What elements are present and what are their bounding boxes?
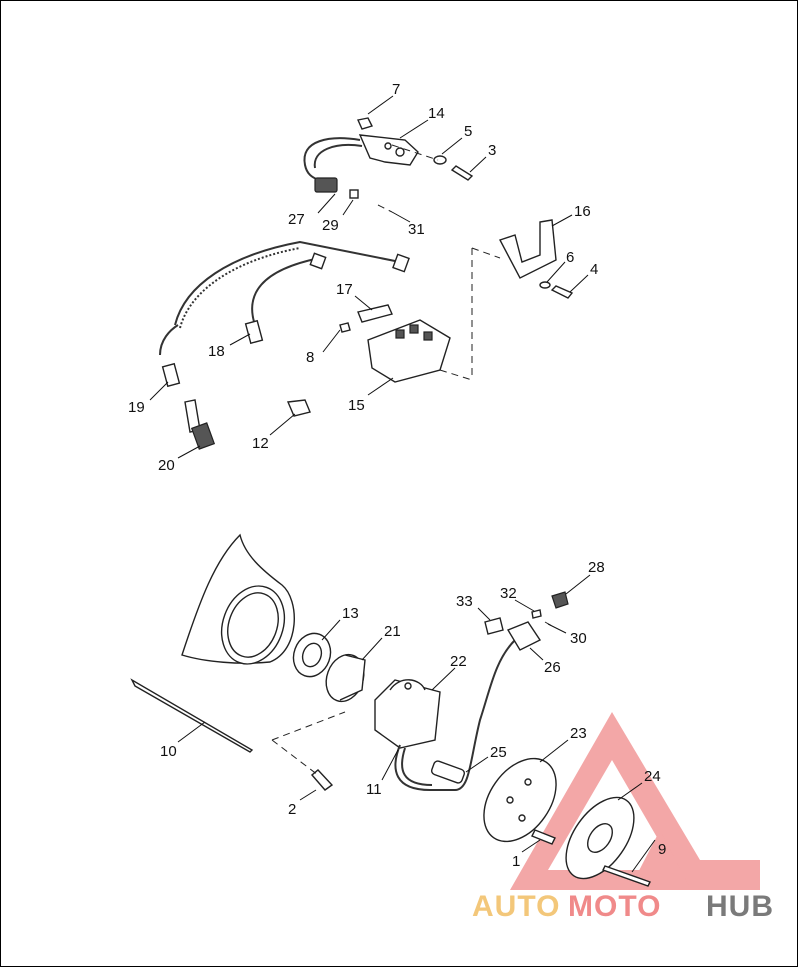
callout-23: 23	[570, 725, 587, 742]
part-21-rotor	[325, 653, 366, 703]
part-10-strap	[130, 678, 254, 753]
assembly-line-bottom-2	[271, 739, 319, 776]
callout-5: 5	[464, 123, 472, 140]
part-3-bolt	[450, 165, 474, 181]
harness-wire-2	[401, 747, 433, 786]
callout-22: 22	[450, 653, 467, 670]
callout-9: 9	[658, 841, 666, 858]
callout-7: 7	[392, 81, 400, 98]
part-29-clip	[349, 189, 359, 199]
part-25-sleeve	[430, 760, 466, 784]
part-28-terminal	[551, 591, 569, 609]
callout-1: 1	[512, 853, 520, 870]
part-16-bracket	[498, 219, 557, 279]
part-22-module	[374, 679, 441, 749]
watermark-text: AUTO MOTO HUB	[472, 890, 774, 923]
callout-30: 30	[570, 630, 587, 647]
callout-21: 21	[384, 623, 401, 640]
watermark-moto: MOTO	[568, 890, 661, 923]
assembly-line-bottom	[271, 711, 346, 741]
part-23-plate	[483, 757, 557, 843]
watermark-auto: AUTO	[472, 890, 560, 923]
callout-4: 4	[590, 261, 598, 278]
part-2-bolt	[311, 769, 334, 791]
assembly-line-top-2	[439, 369, 473, 381]
leader-lines	[149, 95, 656, 873]
assembly-line-top-4	[391, 144, 439, 161]
spark-plug-wires	[159, 240, 410, 388]
callout-16: 16	[574, 203, 591, 220]
callout-28: 28	[588, 559, 605, 576]
callout-25: 25	[490, 744, 507, 761]
part-26-connector	[506, 621, 542, 651]
callout-10: 10	[160, 743, 177, 760]
callout-29: 29	[322, 217, 339, 234]
callout-14: 14	[428, 105, 445, 122]
callout-6: 6	[566, 249, 574, 266]
callout-33: 33	[456, 593, 473, 610]
part-9-pin	[602, 865, 651, 887]
part-6-washer	[539, 281, 551, 289]
callout-20: 20	[158, 457, 175, 474]
callout-12: 12	[252, 435, 269, 452]
part-31-pin	[377, 204, 393, 213]
callout-24: 24	[644, 768, 661, 785]
part-27-connector	[314, 177, 338, 193]
callout-2: 2	[288, 801, 296, 818]
callout-18: 18	[208, 343, 225, 360]
callout-8: 8	[306, 349, 314, 366]
part-15-coil	[367, 319, 451, 383]
part-20-spark-plug	[184, 399, 216, 450]
part-7-nut	[357, 117, 373, 130]
assembly-line-top-3	[471, 247, 501, 259]
callout-3: 3	[488, 142, 496, 159]
part-4-bolt	[550, 285, 574, 299]
callout-11: 11	[366, 781, 382, 798]
watermark-hub: HUB	[706, 890, 774, 923]
callout-19: 19	[128, 399, 145, 416]
callout-31: 31	[408, 221, 425, 238]
part-24-disc	[565, 796, 635, 880]
cover-housing	[181, 533, 295, 665]
callout-labels: 7 14 5 3 27 29 31 16 6 4 17 18 8 19 15 1…	[128, 81, 666, 870]
callout-27: 27	[288, 211, 305, 228]
part-8-nut	[339, 322, 351, 333]
callout-32: 32	[500, 585, 517, 602]
callout-17: 17	[336, 281, 353, 298]
part-1-screw	[531, 829, 556, 845]
part-14-sensor	[303, 134, 419, 186]
part-32-pin	[531, 609, 542, 619]
harness-wire	[394, 639, 516, 791]
part-33-clip	[484, 617, 504, 635]
watermark-small-triangle	[630, 830, 690, 888]
part-17-plate	[357, 304, 393, 323]
callout-13: 13	[342, 605, 359, 622]
callout-15: 15	[348, 397, 365, 414]
part-13-ring	[292, 632, 332, 678]
part-12-clip	[286, 399, 311, 417]
callout-26: 26	[544, 659, 561, 676]
part-5-washer	[433, 155, 447, 165]
